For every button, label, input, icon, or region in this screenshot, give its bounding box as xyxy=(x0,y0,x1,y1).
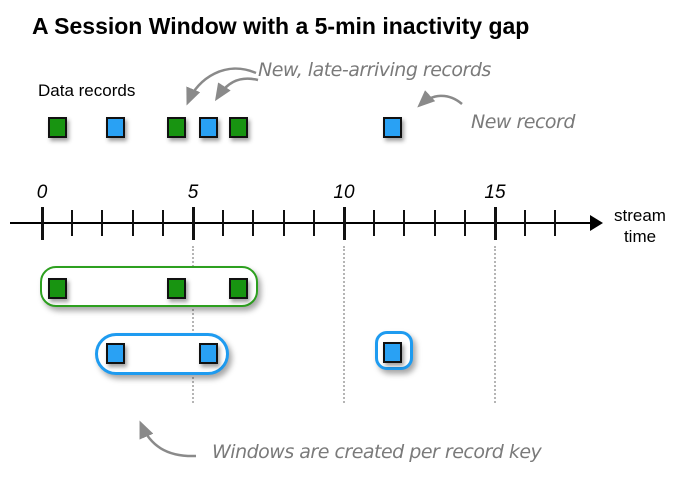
record-square-blue xyxy=(106,117,126,138)
record-square-green xyxy=(228,117,248,138)
late-records-annotation: New, late-arriving records xyxy=(258,59,491,81)
session-window-green xyxy=(40,266,258,307)
axis-minor-tick xyxy=(554,210,557,236)
axis-major-tick xyxy=(342,207,346,240)
record-square-green xyxy=(166,278,186,299)
record-square-green xyxy=(47,117,67,138)
record-square-green xyxy=(166,117,186,138)
stream-time-label-line2: time xyxy=(623,227,657,246)
late-records-arrow-right xyxy=(214,77,259,102)
per-key-annotation: Windows are created per record key xyxy=(212,441,542,463)
axis-line xyxy=(10,222,591,224)
axis-minor-tick xyxy=(101,210,104,236)
axis-minor-tick xyxy=(131,210,134,236)
record-square-green xyxy=(47,278,67,299)
axis-tick-label: 5 xyxy=(187,182,199,203)
axis-minor-tick xyxy=(252,210,255,236)
gridline-dotted xyxy=(343,246,345,403)
record-square-blue xyxy=(198,117,218,138)
diagram-title: A Session Window with a 5-min inactivity… xyxy=(32,13,530,39)
axis-minor-tick xyxy=(524,210,527,236)
axis-minor-tick xyxy=(373,210,376,236)
axis-minor-tick xyxy=(282,210,285,236)
axis-minor-tick xyxy=(463,210,466,236)
stream-time-label: stream time xyxy=(606,205,674,247)
axis-arrowhead-icon xyxy=(590,215,603,231)
record-square-blue xyxy=(382,117,402,138)
gridline-dotted xyxy=(192,246,194,403)
axis-minor-tick xyxy=(161,210,164,236)
late-records-arrow-left xyxy=(186,67,257,106)
axis-tick-label: 15 xyxy=(484,182,506,203)
new-record-annotation: New record xyxy=(471,111,575,133)
new-record-arrow xyxy=(417,90,463,108)
axis-tick-label: 0 xyxy=(36,182,48,203)
per-key-arrow xyxy=(139,420,197,458)
axis-major-tick xyxy=(191,207,195,240)
record-square-blue xyxy=(382,342,402,363)
record-square-green xyxy=(228,278,248,299)
axis-tick-label: 10 xyxy=(333,182,355,203)
gridline-dotted xyxy=(494,246,496,403)
record-square-blue xyxy=(198,343,218,364)
axis-minor-tick xyxy=(403,210,406,236)
record-square-blue xyxy=(106,343,126,364)
axis-major-tick xyxy=(493,207,497,240)
stream-time-label-line1: stream xyxy=(614,206,666,225)
session-window-blue xyxy=(375,331,413,370)
axis-minor-tick xyxy=(433,210,436,236)
data-records-label: Data records xyxy=(38,81,136,100)
axis-minor-tick xyxy=(312,210,315,236)
axis-major-tick xyxy=(40,207,44,240)
axis-minor-tick xyxy=(222,210,225,236)
axis-minor-tick xyxy=(71,210,74,236)
